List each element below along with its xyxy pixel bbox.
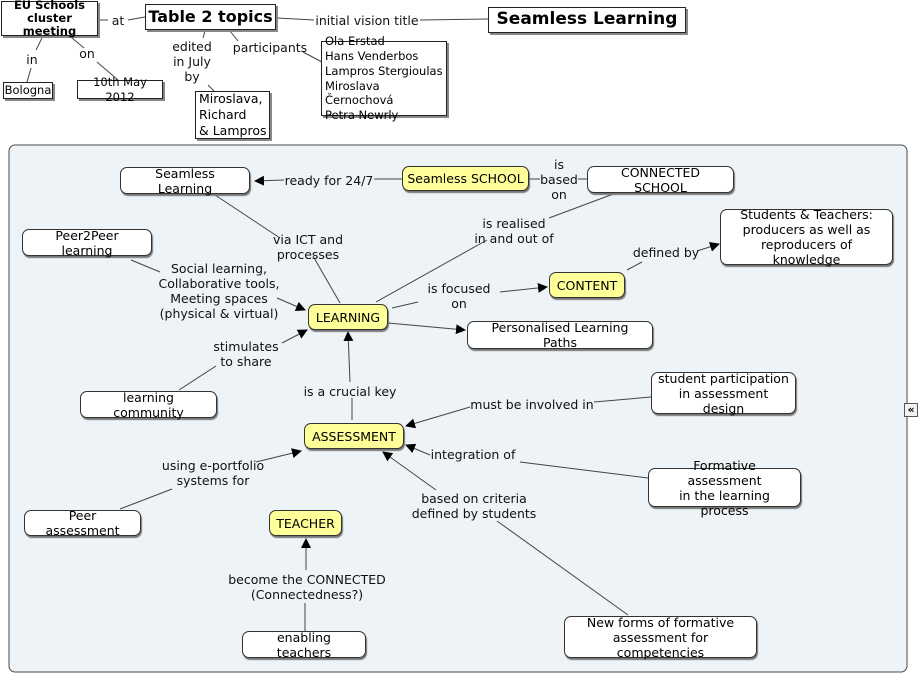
at-link-label: at [111, 12, 125, 28]
eu-schools-cluster-meeting-node[interactable]: EU Schools cluster meeting [1, 0, 98, 38]
integration-of-link-label: integration of [430, 446, 516, 462]
is-focused-on-link-label: is focused on [427, 281, 491, 311]
formative-assessment-node[interactable]: Formative assessment in the learning pro… [648, 458, 801, 518]
teacher-node[interactable]: TEACHER [269, 510, 342, 536]
is-realised-link-label: is realised in and out of [474, 215, 554, 246]
student-participation-node[interactable]: student participation in assessment desi… [651, 371, 796, 416]
peer2peer-learning-node[interactable]: Peer2Peer learning [22, 228, 152, 258]
enabling-teachers-node[interactable]: enabling teachers [242, 630, 366, 660]
date-node[interactable]: 10th May 2012 [77, 75, 163, 104]
table-topics-node[interactable]: Table 2 topics [145, 4, 276, 30]
new-forms-node[interactable]: New forms of formative assessment for co… [564, 615, 757, 660]
on-link-label: on [79, 46, 95, 61]
social-learning-link-label: Social learning, Collaborative tools, Me… [158, 261, 280, 321]
learning-node[interactable]: LEARNING [308, 304, 388, 330]
seamless-learning-title-node[interactable]: Seamless Learning [488, 7, 686, 33]
content-node[interactable]: CONTENT [549, 272, 625, 298]
editors-node[interactable]: Miroslava, Richard & Lampros [195, 91, 270, 139]
in-link-label: in [26, 52, 38, 67]
students-teachers-node[interactable]: Students & Teachers: producers as well a… [720, 207, 893, 267]
stimulates-link-label: stimulates to share [213, 338, 279, 369]
participants-link-label: participants [232, 40, 308, 55]
participants-node[interactable]: Ola Erstad Hans Venderbos Lampros Stergi… [321, 34, 447, 122]
seamless-learning-node[interactable]: Seamless Learning [120, 166, 250, 196]
e-portfolio-link-label: using e-portfolio systems for [161, 457, 265, 488]
ready-for-link-label: ready for 24/7 [284, 172, 374, 188]
crucial-key-link-label: is a crucial key [303, 383, 397, 399]
edited-by-link-label: edited in July by [172, 38, 212, 84]
initial-vision-title-label: initial vision title [315, 12, 419, 28]
is-based-on-link-label: is based on [540, 156, 578, 202]
assessment-node[interactable]: ASSESSMENT [304, 423, 404, 449]
collapse-panel-icon[interactable]: « [904, 403, 918, 417]
bologna-node[interactable]: Bologna [3, 82, 53, 99]
must-be-involved-link-label: must be involved in [470, 396, 594, 412]
connected-school-node[interactable]: CONNECTED SCHOOL [587, 165, 734, 195]
seamless-school-node[interactable]: Seamless SCHOOL [402, 166, 529, 191]
defined-by-link-label: defined by [632, 244, 700, 260]
become-connected-link-label: become the CONNECTED (Connectedness?) [228, 571, 386, 602]
personalised-learning-paths-node[interactable]: Personalised Learning Paths [467, 320, 653, 350]
based-on-criteria-link-label: based on criteria defined by students [411, 490, 537, 521]
learning-community-node[interactable]: learning community [80, 390, 217, 420]
via-ict-link-label: via ICT and processes [272, 232, 344, 262]
peer-assessment-node[interactable]: Peer assessment [24, 508, 141, 538]
